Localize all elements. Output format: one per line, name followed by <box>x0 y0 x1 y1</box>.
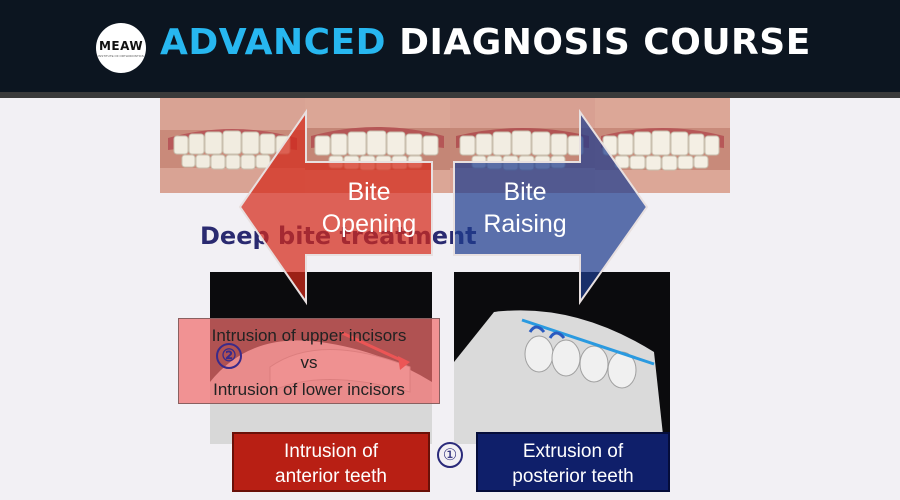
title-accent: ADVANCED <box>160 22 387 63</box>
anterior-teeth-box: Intrusion of anterior teeth <box>232 432 430 492</box>
posterior-line1: Extrusion of <box>522 441 624 462</box>
logo-text: MEAW <box>98 38 144 53</box>
step-two-text: ② <box>221 346 237 365</box>
step-one-text: ① <box>442 447 458 464</box>
posterior-line2: posterior teeth <box>512 466 634 487</box>
step-two-marker: ② <box>216 343 242 369</box>
anterior-line2: anterior teeth <box>275 466 387 487</box>
bite-raising-label: Bite Raising <box>460 176 590 240</box>
posterior-teeth-box: Extrusion of posterior teeth <box>476 432 670 492</box>
bite-opening-line1: Bite <box>347 178 391 206</box>
dental-model-right <box>454 272 670 444</box>
bite-opening-line2: Opening <box>321 210 417 238</box>
course-banner: MEAW INSTITUTE OF ORTHODONTICS ADVANCED … <box>0 0 900 92</box>
meaw-logo: MEAW INSTITUTE OF ORTHODONTICS <box>96 23 146 73</box>
intrusion-lower-text: Intrusion of lower incisors <box>213 380 405 399</box>
step-one-marker: ① <box>437 442 463 468</box>
bite-raising-line1: Bite <box>503 178 547 206</box>
anterior-line1: Intrusion of <box>284 441 378 462</box>
bite-opening-arrow <box>238 108 433 306</box>
logo-subtext: INSTITUTE OF ORTHODONTICS <box>98 53 144 58</box>
bite-raising-line2: Raising <box>483 210 567 238</box>
bite-raising-arrow <box>453 108 649 306</box>
intrusion-upper-text: Intrusion of upper incisors <box>211 326 407 345</box>
course-title: ADVANCED DIAGNOSIS COURSE <box>160 22 811 63</box>
bite-opening-label: Bite Opening <box>306 176 432 240</box>
banner-divider <box>0 92 900 98</box>
title-rest: DIAGNOSIS COURSE <box>399 22 811 63</box>
intrusion-vs-text: vs <box>300 353 318 372</box>
